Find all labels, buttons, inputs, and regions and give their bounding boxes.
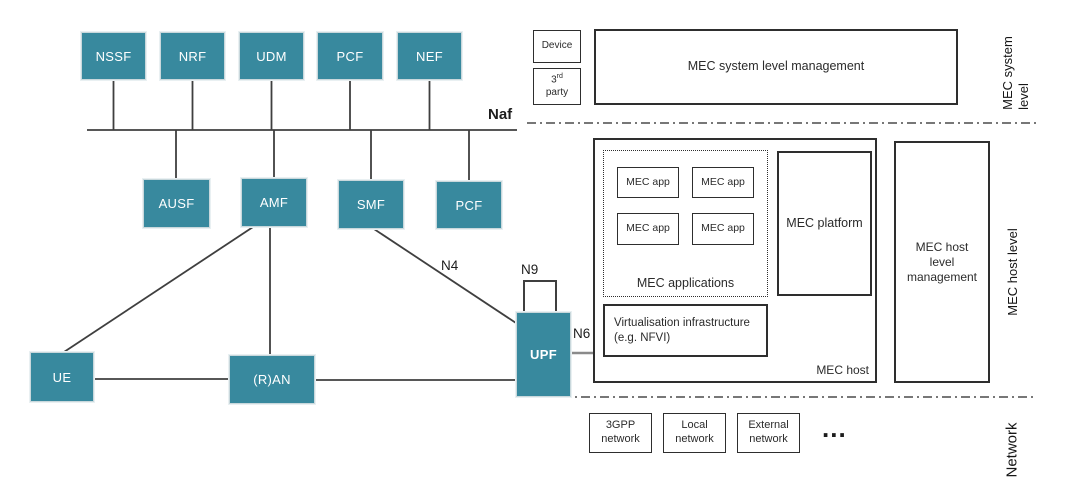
mec-app-label: MEC app bbox=[701, 175, 745, 188]
nf-label: NRF bbox=[178, 48, 207, 64]
nf-label: AUSF bbox=[158, 196, 195, 211]
mec-platform-box: MEC platform bbox=[777, 151, 872, 296]
nf-node-pcf2: PCF bbox=[436, 181, 502, 229]
interface-label-n6: N6 bbox=[573, 326, 591, 341]
mec-applications-group: MEC applications bbox=[603, 150, 768, 297]
nf-node-amf: AMF bbox=[241, 178, 307, 227]
virtualisation-infrastructure-box: Virtualisation infrastructure(e.g. NFVI) bbox=[603, 304, 768, 357]
network-box-3gpp: 3GPP network bbox=[589, 413, 652, 453]
nf-node-pcf: PCF bbox=[317, 32, 383, 80]
nf-node-nrf: NRF bbox=[160, 32, 225, 80]
device-label: Device bbox=[541, 40, 573, 52]
nf-node-nef: NEF bbox=[397, 32, 462, 80]
mec-app-box-2: MEC app bbox=[692, 167, 754, 198]
nf-node-nssf: NSSF bbox=[81, 32, 146, 80]
bus-label-naf: Naf bbox=[488, 106, 513, 123]
mec-host-management-label: MEC host level management bbox=[906, 239, 978, 284]
side-label-line: level bbox=[1016, 83, 1031, 110]
network-label: External network bbox=[748, 419, 789, 445]
mec-app-box-3: MEC app bbox=[617, 213, 679, 245]
nf-node-ue: UE bbox=[30, 352, 94, 402]
network-label: Local network bbox=[675, 419, 714, 445]
network-label: 3GPP network bbox=[601, 419, 640, 445]
mec-host-management-box: MEC host level management bbox=[894, 141, 990, 383]
network-box-external: External network bbox=[737, 413, 800, 453]
mec-system-management-box: MEC system level management bbox=[594, 29, 958, 105]
mec-platform-label: MEC platform bbox=[786, 215, 863, 230]
nf-label: PCF bbox=[336, 48, 364, 64]
mec-system-management-label: MEC system level management bbox=[687, 59, 865, 74]
amf-ue-line bbox=[63, 226, 254, 353]
side-label-network: Network bbox=[1003, 422, 1021, 478]
nf-label: (R)AN bbox=[253, 372, 291, 387]
nf-label: NSSF bbox=[95, 48, 132, 64]
nf-node-ausf: AUSF bbox=[143, 179, 210, 228]
mec-app-label: MEC app bbox=[701, 222, 745, 235]
nf-node-udm: UDM bbox=[239, 32, 304, 80]
nf-label: NEF bbox=[416, 48, 443, 64]
mec-app-label: MEC app bbox=[626, 175, 670, 188]
n9-loop bbox=[523, 280, 557, 313]
nf-label: UDM bbox=[256, 48, 287, 64]
nf-label: UE bbox=[52, 369, 72, 385]
virtualisation-infrastructure-label: Virtualisation infrastructure(e.g. NFVI) bbox=[614, 317, 750, 344]
nf-label: AMF bbox=[259, 195, 289, 210]
mec-app-label: MEC app bbox=[626, 222, 670, 235]
nf-node-ran: (R)AN bbox=[229, 355, 315, 404]
more-networks-ellipsis: ... bbox=[822, 413, 847, 443]
network-box-local: Local network bbox=[663, 413, 726, 453]
nf-label: SMF bbox=[356, 197, 386, 212]
side-label-mec-system-level: MEC system level bbox=[1000, 36, 1033, 110]
side-label-mec-host-level: MEC host level bbox=[1004, 228, 1020, 316]
nf-node-upf: UPF bbox=[516, 312, 571, 397]
nf-label: PCF bbox=[455, 197, 483, 213]
mec-app-box-1: MEC app bbox=[617, 167, 679, 198]
side-label-line: MEC system bbox=[999, 36, 1015, 110]
nf-label: UPF bbox=[530, 347, 557, 362]
interface-label-n9: N9 bbox=[521, 262, 539, 277]
mec-applications-label: MEC applications bbox=[636, 276, 735, 291]
mec-host-label: MEC host bbox=[816, 363, 869, 377]
device-box: Device bbox=[533, 30, 581, 63]
mec-app-box-4: MEC app bbox=[692, 213, 754, 245]
nf-node-smf: SMF bbox=[338, 180, 404, 229]
interface-label-n4: N4 bbox=[441, 258, 459, 273]
n4-line bbox=[373, 228, 517, 324]
